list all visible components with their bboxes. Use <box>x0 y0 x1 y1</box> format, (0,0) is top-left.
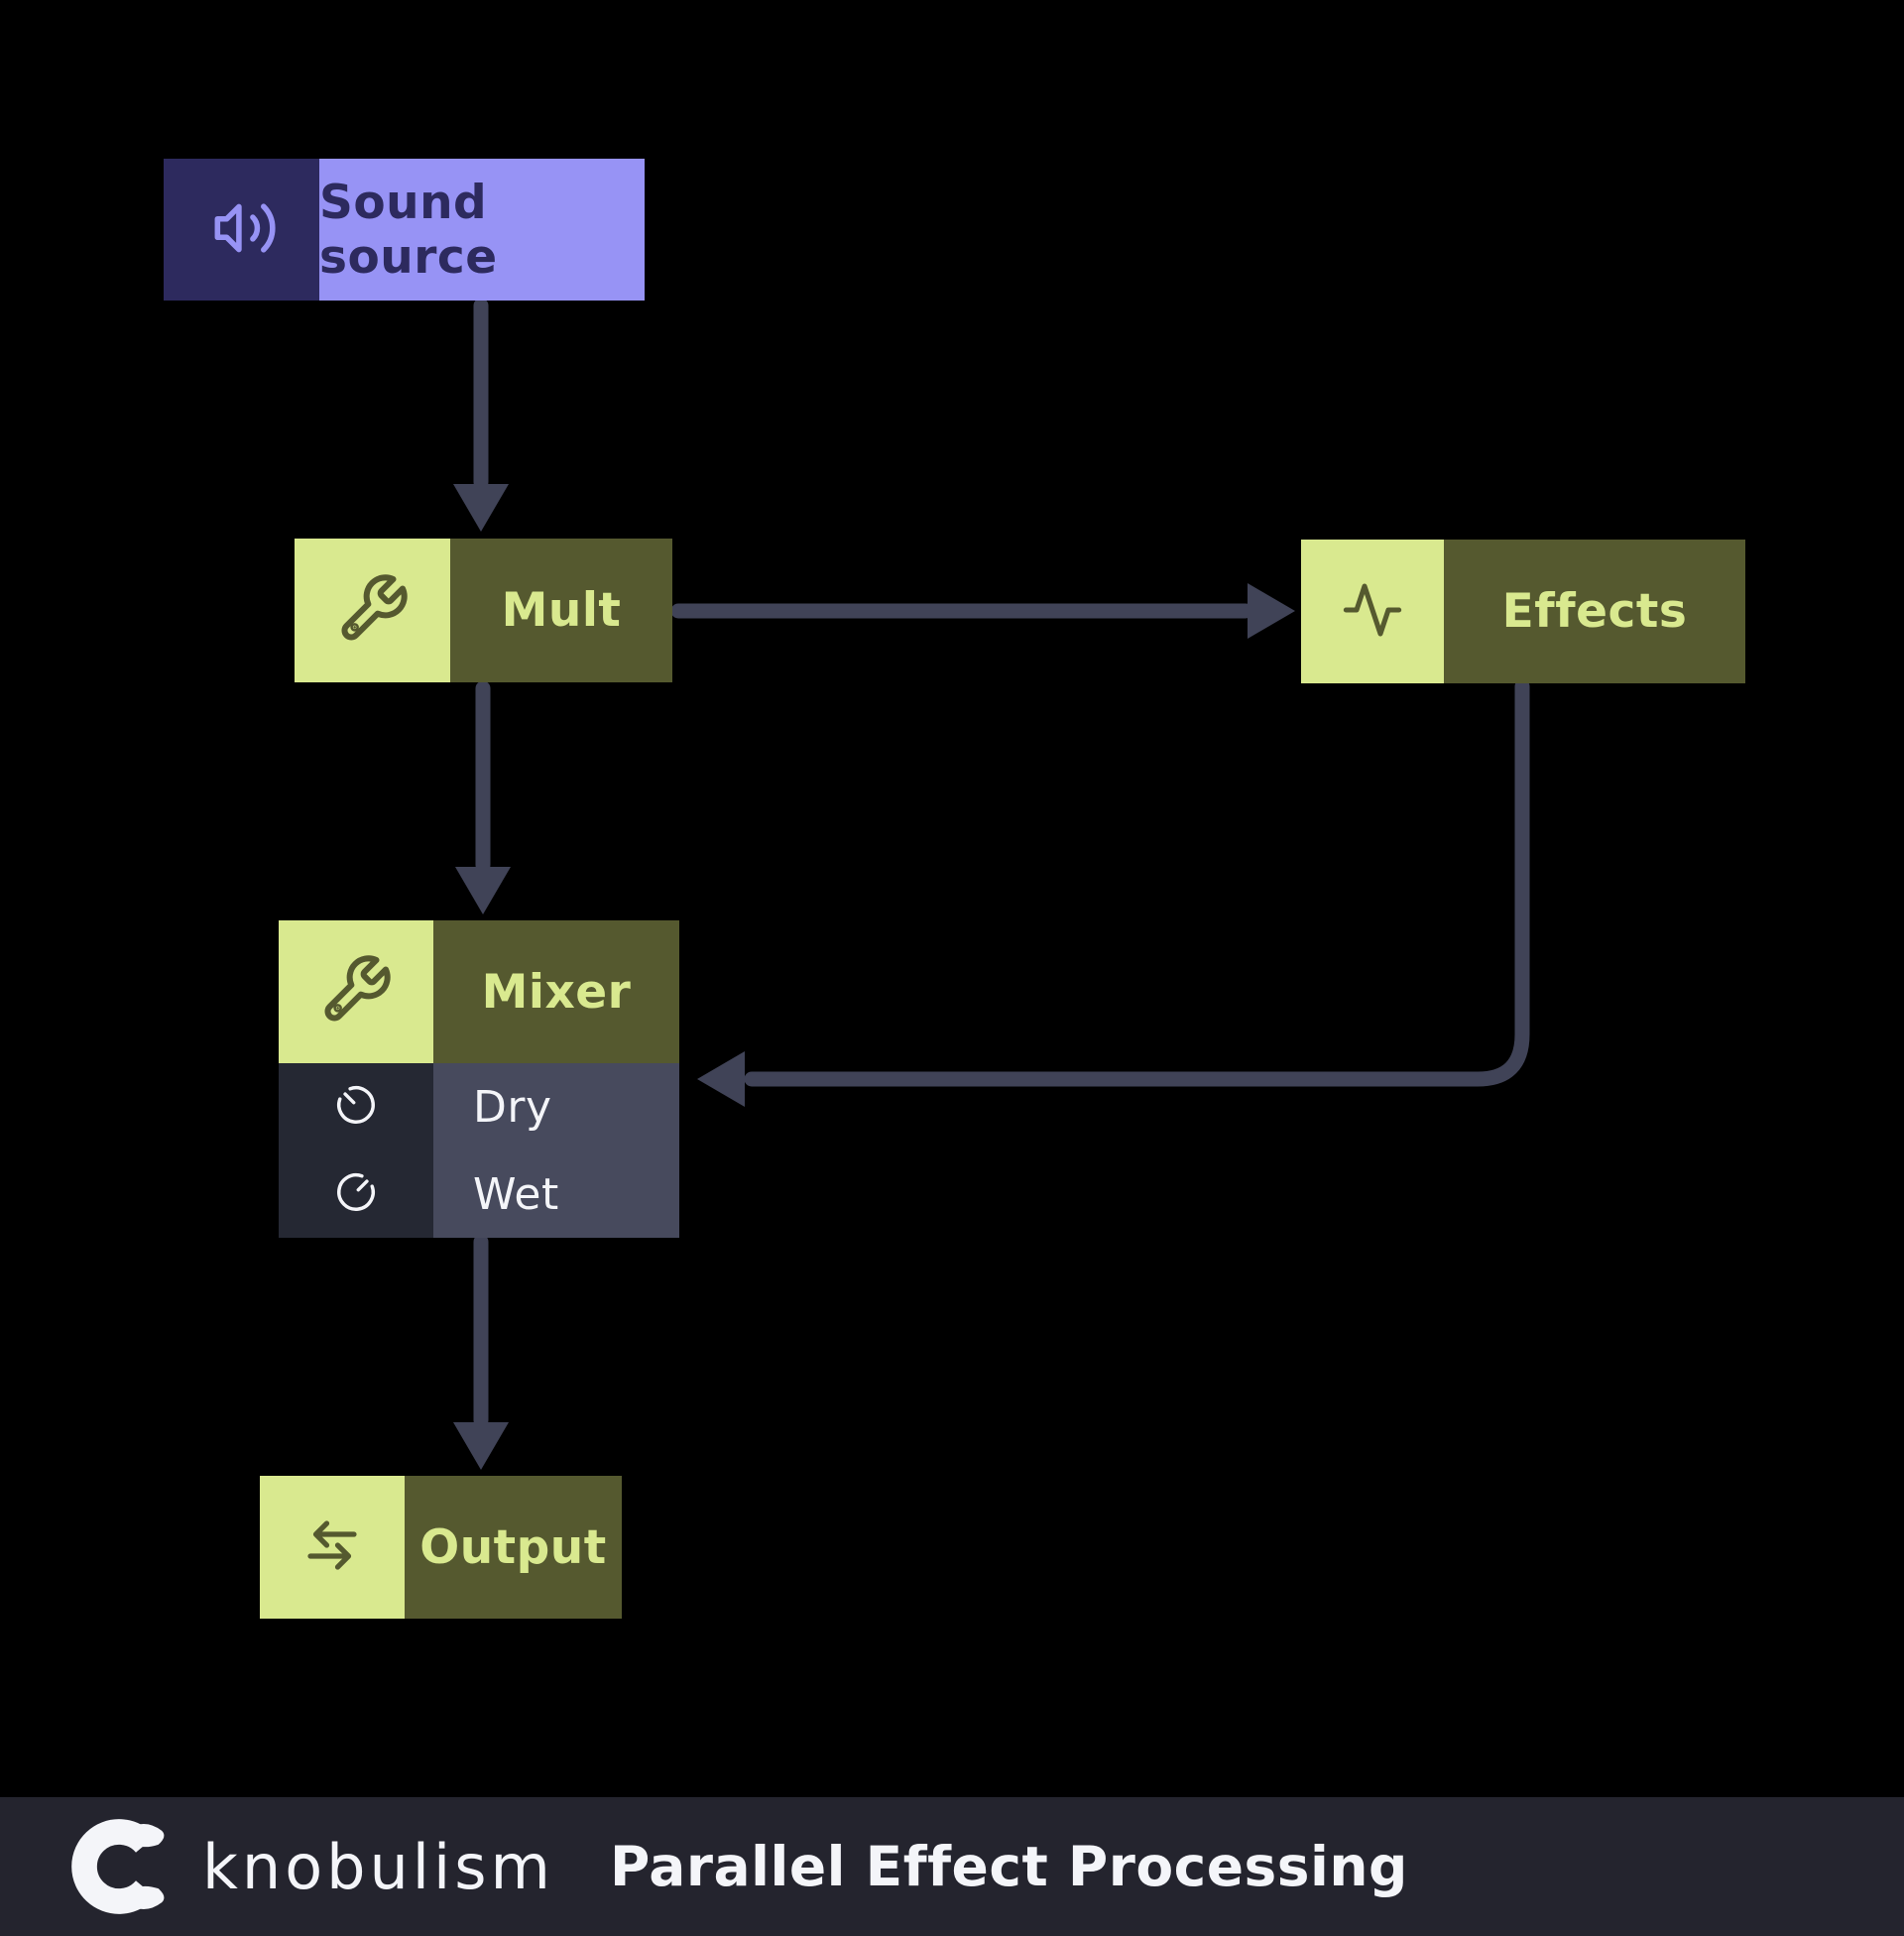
node-mixer: Mixer Dry <box>279 920 679 1238</box>
diagram-title: Parallel Effect Processing <box>609 1835 1408 1898</box>
mixer-param-row-dry: Dry <box>279 1063 679 1150</box>
mixer-icon-cell <box>279 920 433 1063</box>
arrowhead-down-1 <box>453 484 509 532</box>
speaker-icon <box>205 191 279 269</box>
brand-wordmark: knobulism <box>202 1830 554 1903</box>
wrench-icon <box>318 952 394 1031</box>
mult-label-cell: Mult <box>450 539 672 682</box>
node-output: Output <box>260 1476 622 1619</box>
knob-min-icon <box>333 1082 379 1132</box>
dry-label-cell: Dry <box>433 1063 679 1150</box>
mixer-param-row-wet: Wet <box>279 1150 679 1238</box>
effects-icon-cell <box>1301 540 1444 683</box>
node-sound-source: Sound source <box>164 159 645 301</box>
knob-mid-icon <box>333 1169 379 1219</box>
activity-icon <box>1341 578 1404 646</box>
node-effects: Effects <box>1301 540 1745 683</box>
output-label-cell: Output <box>405 1476 622 1619</box>
node-label: Output <box>419 1519 607 1575</box>
mixer-header-row: Mixer <box>279 920 679 1063</box>
output-icon-cell <box>260 1476 405 1619</box>
sound-source-label-cell: Sound source <box>319 159 645 301</box>
node-label: Effects <box>1501 584 1688 639</box>
footer-bar: knobulism Parallel Effect Processing <box>0 1797 1904 1936</box>
arrowhead-down-3 <box>453 1422 509 1470</box>
arrowhead-left <box>697 1051 745 1107</box>
param-label: Dry <box>473 1081 552 1133</box>
arrowhead-right <box>1248 583 1295 639</box>
mult-icon-cell <box>295 539 450 682</box>
knobulism-logo-icon <box>63 1811 175 1922</box>
mixer-label-cell: Mixer <box>433 920 679 1063</box>
wet-label-cell: Wet <box>433 1150 679 1238</box>
node-label: Mult <box>501 583 622 638</box>
dry-icon-cell <box>279 1063 433 1150</box>
wet-icon-cell <box>279 1150 433 1238</box>
param-label: Wet <box>473 1168 559 1220</box>
node-label: Sound source <box>319 175 498 285</box>
edge-effects-to-mixer <box>744 678 1530 1087</box>
node-mult: Mult <box>295 539 672 682</box>
wrench-icon <box>335 571 411 651</box>
transfer-icon <box>299 1512 365 1582</box>
node-label: Mixer <box>481 964 632 1020</box>
arrowhead-down-2 <box>455 867 511 914</box>
sound-source-icon-cell <box>164 159 319 301</box>
effects-label-cell: Effects <box>1444 540 1745 683</box>
